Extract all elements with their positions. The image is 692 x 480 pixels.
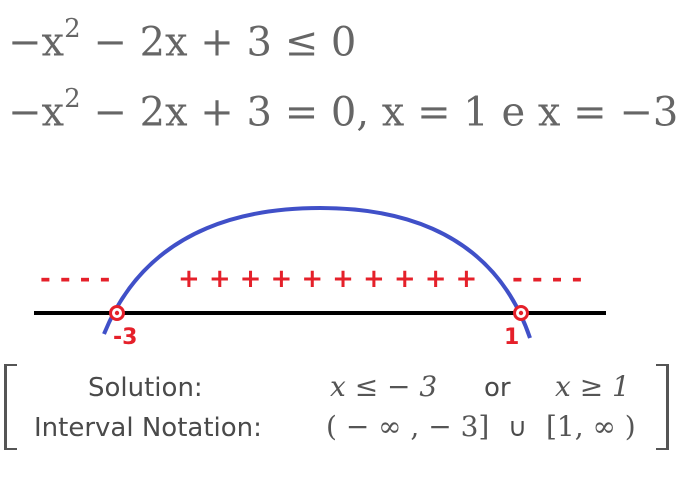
solution-inequality-right: x ≥ 1 — [555, 370, 630, 403]
negative-signs-right: - - - - — [512, 264, 582, 294]
roots-minus-x: −x — [8, 89, 65, 136]
inequality-rest: − 2x + 3 ≤ 0 — [80, 19, 357, 66]
left-bracket — [4, 364, 17, 450]
right-bracket — [656, 364, 669, 450]
root-label-left: -3 — [113, 325, 137, 350]
solution-label: Solution: — [88, 373, 203, 403]
interval-right: [1, ∞ ) — [546, 410, 636, 443]
solution-inequality-left: x ≤ − 3 — [330, 370, 438, 403]
interval-notation-label: Interval Notation: — [34, 413, 262, 443]
inequality-equation: −x2 − 2x + 3 ≤ 0 — [8, 14, 357, 66]
inequality-minus-x: −x — [8, 19, 65, 66]
parabola-curve — [102, 205, 532, 339]
root-marker-right — [513, 305, 529, 321]
roots-rest: − 2x + 3 = 0, x = 1 e x = −3 — [80, 89, 679, 136]
root-marker-left — [109, 305, 125, 321]
union-symbol: ∪ — [508, 413, 528, 443]
solution-or: or — [484, 373, 511, 403]
roots-equation: −x2 − 2x + 3 = 0, x = 1 e x = −3 — [8, 84, 679, 136]
sign-chart-diagram: - - - - + + + + + + + + + + - - - - -3 1 — [34, 205, 606, 350]
inequality-exponent: 2 — [64, 14, 81, 44]
interval-left: ( − ∞ , − 3] — [326, 410, 490, 443]
roots-exponent: 2 — [64, 84, 81, 114]
root-label-right: 1 — [504, 325, 519, 350]
negative-signs-left: - - - - — [40, 264, 110, 294]
positive-signs-middle: + + + + + + + + + + — [178, 264, 477, 294]
